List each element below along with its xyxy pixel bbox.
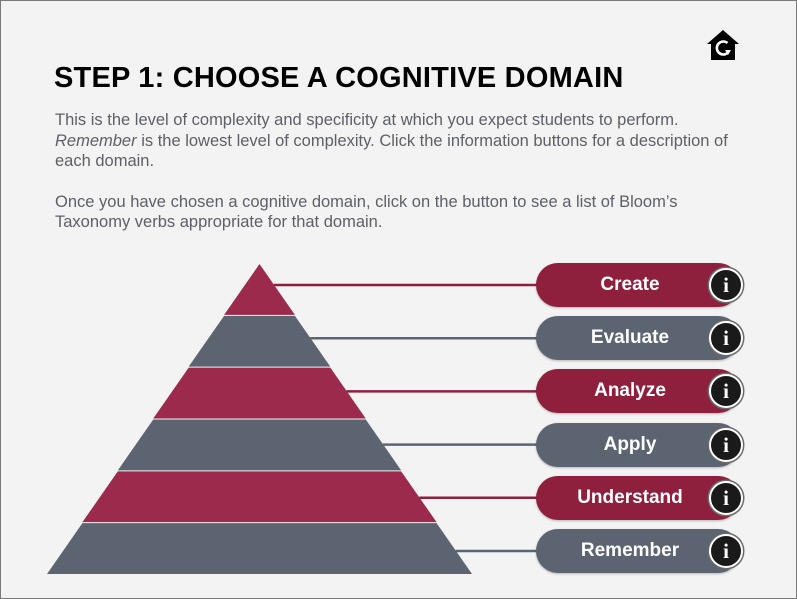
pyramid-tier-evaluate [188,315,331,367]
intro-text: This is the level of complexity and spec… [55,110,755,233]
level-label: Analyze [594,380,666,402]
level-label: Remember [580,540,680,561]
intro-paragraph-1-start: This is the level of complexity and spec… [55,111,679,129]
understand-info-icon[interactable]: i [709,480,743,515]
evaluate-button[interactable]: Evaluate [536,316,740,361]
level-label: Apply [603,433,657,455]
level-label: Understand [577,486,683,508]
intro-paragraph-2: Once you have chosen a cognitive domain,… [55,192,678,232]
intro-paragraph-1-end: is the lowest level of complexity. Click… [55,131,728,171]
intro-paragraph-1: This is the level of complexity and spec… [55,110,755,172]
pyramid-connectors [273,283,545,553]
pyramid-tier-create [224,264,295,315]
remember-emphasis: Remember [55,131,137,150]
pyramid-tier-apply [117,419,402,471]
apply-info-icon[interactable]: i [709,427,743,462]
pyramid-tiers [47,264,472,574]
remember-info-icon[interactable]: i [709,534,743,568]
understand-button[interactable]: Understand [536,475,740,520]
pyramid-tier-analyze [153,367,366,419]
level-label: Create [600,274,660,295]
level-label: Evaluate [590,327,670,349]
analyze-button[interactable]: Analyze [536,369,740,414]
remember-button[interactable]: Remember [536,529,740,573]
create-info-icon[interactable]: i [709,268,743,302]
create-button[interactable]: Create [536,263,740,307]
apply-button[interactable]: Apply [536,422,740,467]
pyramid-tier-remember [47,523,472,574]
pyramid-tier-understand [82,471,437,523]
home-icon[interactable] [705,28,741,62]
page-title: STEP 1: CHOOSE A COGNITIVE DOMAIN [54,62,624,94]
analyze-info-icon[interactable]: i [709,374,743,409]
evaluate-info-icon[interactable]: i [709,321,743,356]
